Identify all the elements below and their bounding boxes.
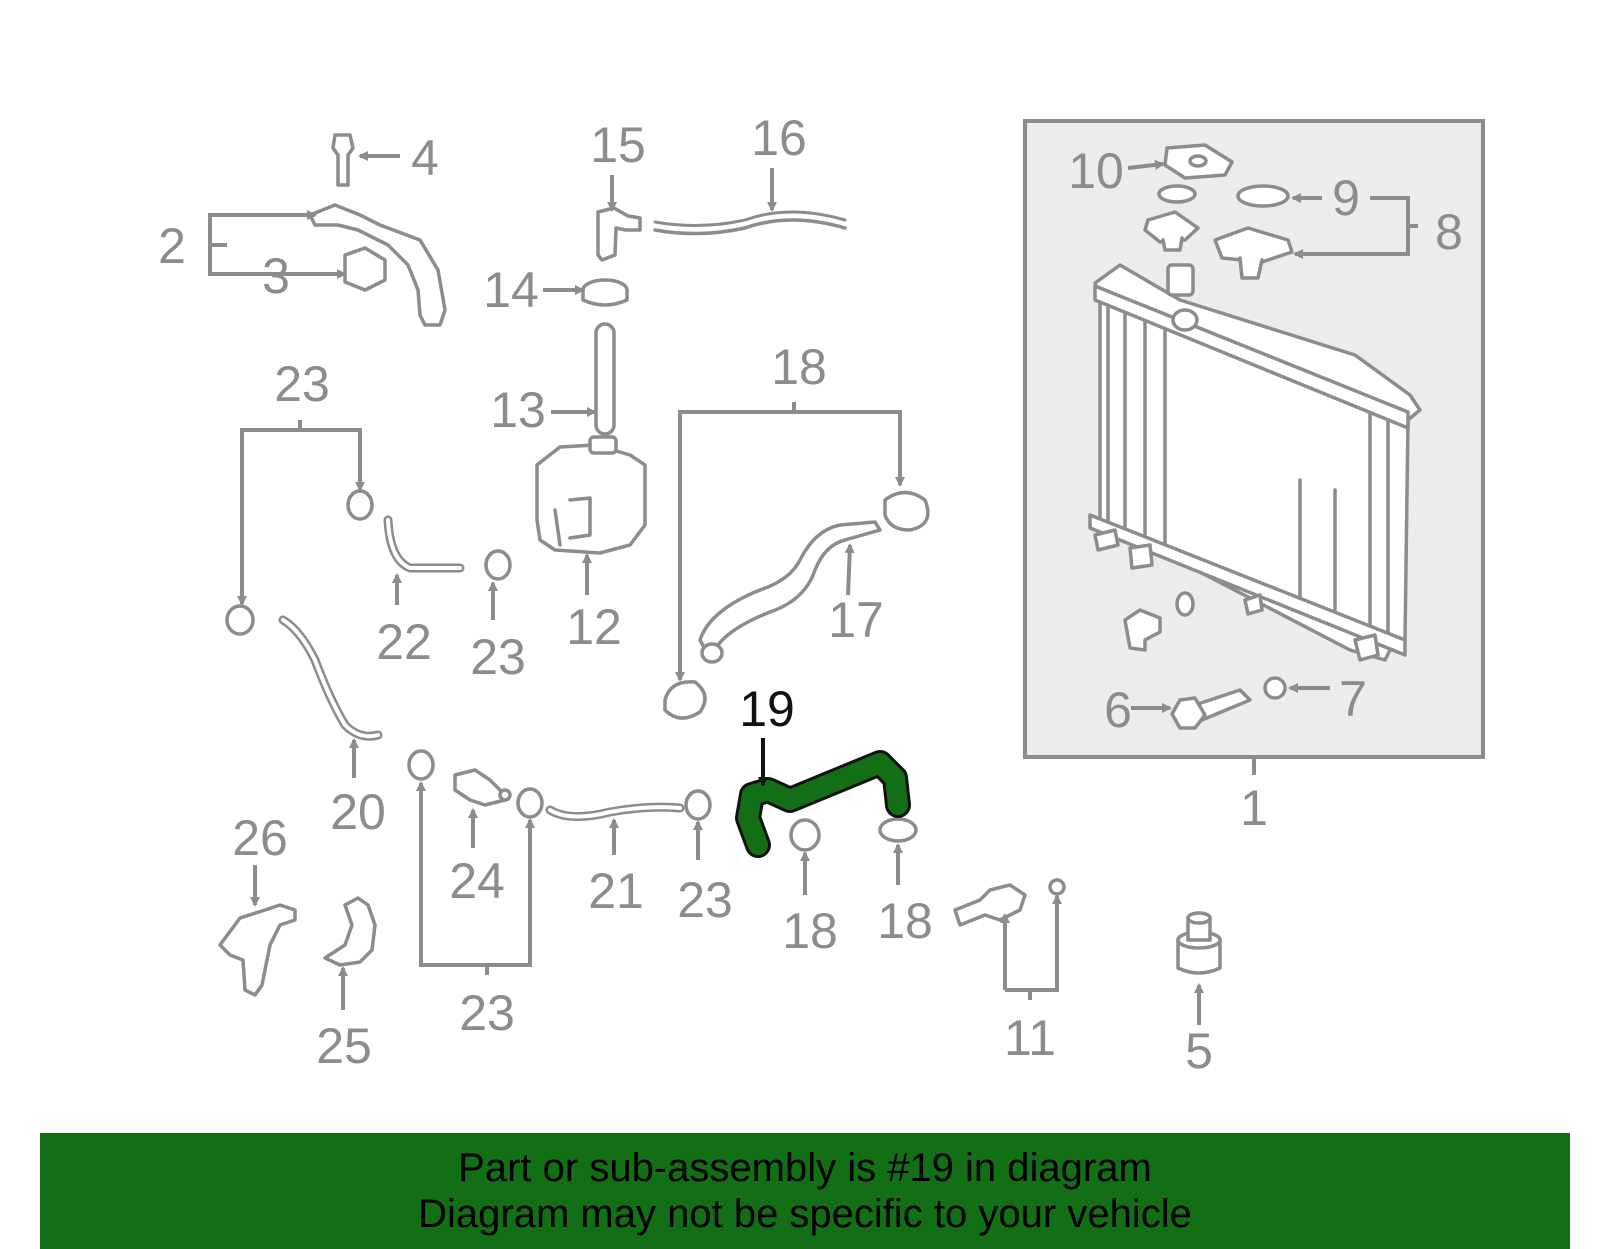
reservoir-parts: [535, 206, 847, 555]
callout-26: 26: [232, 810, 288, 866]
callout-12: 12: [566, 599, 622, 655]
callout-19: 19: [739, 681, 795, 737]
callout-22: 22: [376, 614, 432, 670]
highlighted-hose-19: [735, 750, 911, 858]
callout-8: 8: [1435, 204, 1463, 260]
callout-20: 20: [330, 784, 386, 840]
callout-23-mid: 23: [470, 629, 526, 685]
hose-parts: [225, 489, 930, 852]
callout-16: 16: [751, 110, 807, 166]
banner-line-disclaimer: Diagram may not be specific to your vehi…: [418, 1192, 1192, 1236]
callout-9: 9: [1332, 170, 1360, 226]
callout-6: 6: [1104, 682, 1132, 738]
callout-17: 17: [828, 592, 884, 648]
callout-15: 15: [590, 117, 646, 173]
callout-11: 11: [1004, 1010, 1056, 1066]
callout-21: 21: [588, 863, 644, 919]
leader-lines: [208, 151, 1418, 1025]
callout-18-top: 18: [771, 339, 827, 395]
callout-23-top: 23: [274, 356, 330, 412]
callout-23-right: 23: [677, 872, 733, 928]
callout-7: 7: [1339, 671, 1367, 727]
callout-2: 2: [158, 218, 186, 274]
callout-23-bottom: 23: [459, 985, 515, 1041]
radiator-cap-parts: [1143, 143, 1294, 280]
info-banner: Part or sub-assembly is #19 in diagram D…: [40, 1133, 1570, 1249]
bracket-parts: [308, 133, 447, 327]
callout-18-left: 18: [782, 903, 838, 959]
callout-10: 10: [1068, 143, 1124, 199]
callout-3: 3: [262, 248, 290, 304]
drain-plug-parts: [1123, 591, 1287, 730]
radiator-part: [1088, 263, 1422, 662]
callout-5: 5: [1185, 1023, 1213, 1079]
banner-line-part-number: Part or sub-assembly is #19 in diagram: [458, 1146, 1152, 1190]
callout-labels: 1 2 3 4 5 6 7 8 9 10 11 12 13 14 15 16 1…: [158, 110, 1463, 1079]
callout-14: 14: [483, 262, 539, 318]
callout-24: 24: [449, 853, 505, 909]
callout-18-right: 18: [877, 893, 933, 949]
callout-25: 25: [316, 1018, 372, 1074]
callout-4: 4: [411, 130, 439, 186]
callout-1: 1: [1240, 780, 1268, 836]
callout-13: 13: [490, 382, 546, 438]
